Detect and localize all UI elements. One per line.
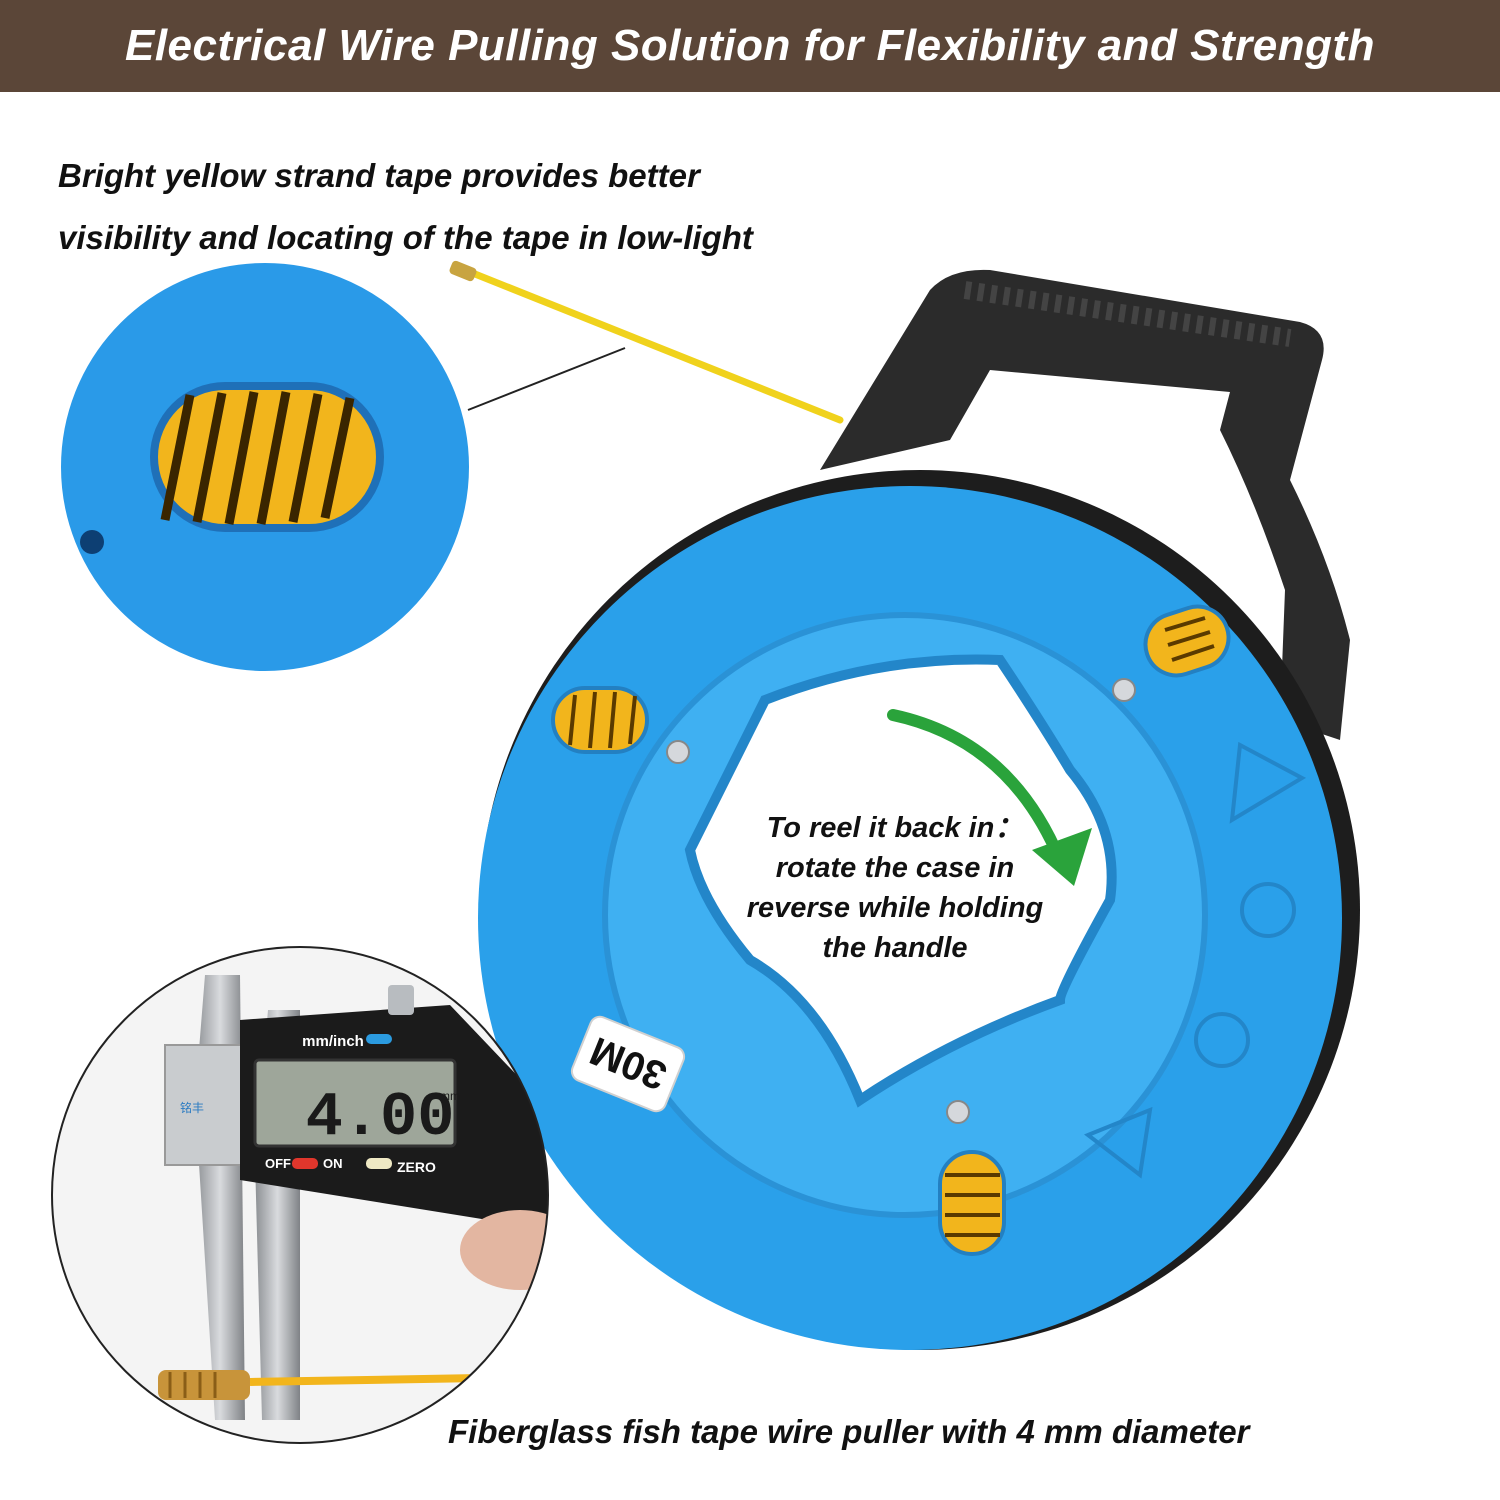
caliper-off-label: OFF xyxy=(265,1156,291,1171)
zoom-circle-tape-window xyxy=(59,261,471,673)
banner: Electrical Wire Pulling Solution for Fle… xyxy=(0,0,1500,92)
caliper-unit-label: mm/inch xyxy=(302,1033,364,1050)
tape-window-right xyxy=(1143,604,1231,678)
bottom-caption: Fiberglass fish tape wire puller with 4 … xyxy=(448,1413,1250,1450)
zoom-pointer-line xyxy=(467,347,626,411)
tape-window-bottom xyxy=(938,1150,1006,1256)
warning-triangle-icon xyxy=(1229,741,1307,824)
top-caption-line2: visibility and locating of the tape in l… xyxy=(58,219,753,256)
rotation-arrow-icon xyxy=(887,709,1092,886)
reel-note-line4: the handle xyxy=(822,932,968,964)
embossed-circle-icon xyxy=(1194,882,1296,1068)
reel-body xyxy=(478,470,1360,1350)
reel-handle xyxy=(820,269,1350,740)
caliper-on-label: ON xyxy=(323,1156,343,1171)
fish-tape-leader xyxy=(449,260,844,424)
embossed-triangle-icon xyxy=(1084,1106,1153,1179)
reel-note-line2: rotate the case in xyxy=(775,852,1015,884)
caliper-zero-label: ZERO xyxy=(397,1159,436,1175)
caliper-reading: 4.00 xyxy=(306,1082,455,1153)
reel-note-line3: reverse while holding xyxy=(746,892,1044,924)
length-label-badge: 30M xyxy=(570,1015,686,1113)
banner-title: Electrical Wire Pulling Solution for Fle… xyxy=(124,21,1376,70)
top-caption-line1: Bright yellow strand tape provides bette… xyxy=(58,157,700,194)
top-caption: Bright yellow strand tape provides bette… xyxy=(58,145,878,269)
reel-back-instructions: To reel it back in： rotate the case in r… xyxy=(705,808,1085,968)
caliper-detail-circle: mm/inch 4.00 mm OFF ON ZERO 铭丰 xyxy=(51,946,549,1444)
caliper-brand-mark: 铭丰 xyxy=(180,1100,204,1115)
caliper-reading-unit: mm xyxy=(440,1089,460,1103)
tape-window-left xyxy=(551,686,649,754)
reel-note-line1: To reel it back in： xyxy=(766,812,1024,844)
